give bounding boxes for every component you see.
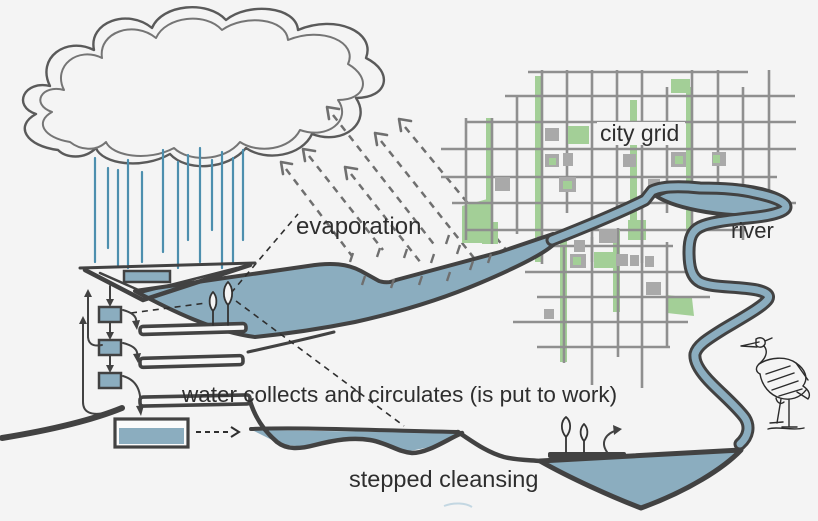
water-collects-label: water collects and circulates (is put to… (181, 382, 617, 407)
labels: evaporation city grid river water collec… (181, 120, 774, 492)
evaporation-label: evaporation (296, 213, 421, 240)
city-grid-label: city grid (600, 120, 679, 146)
collector-funnel-icon (78, 261, 257, 303)
platform-trees-icon (548, 416, 626, 458)
cistern-icon (113, 417, 190, 449)
flow-arrow-icon (196, 426, 241, 438)
river-icon (133, 180, 793, 451)
river-label: river (731, 218, 774, 243)
shoreline (246, 330, 336, 354)
stepped-pools-icon (0, 398, 543, 508)
water-vapor-dashes (348, 234, 493, 289)
stepped-cleansing-label: stepped cleansing (349, 466, 538, 492)
cloud-icon (21, 6, 385, 168)
heron-icon (740, 337, 811, 430)
leader-lines (130, 213, 405, 427)
storage-tanks-icon (97, 305, 123, 390)
city-grid-label-bg (597, 122, 685, 145)
plants-icon (208, 281, 234, 326)
cleansing-basin-icon (537, 447, 744, 511)
city-grid-lower (513, 228, 710, 388)
rain-icon (93, 146, 245, 270)
